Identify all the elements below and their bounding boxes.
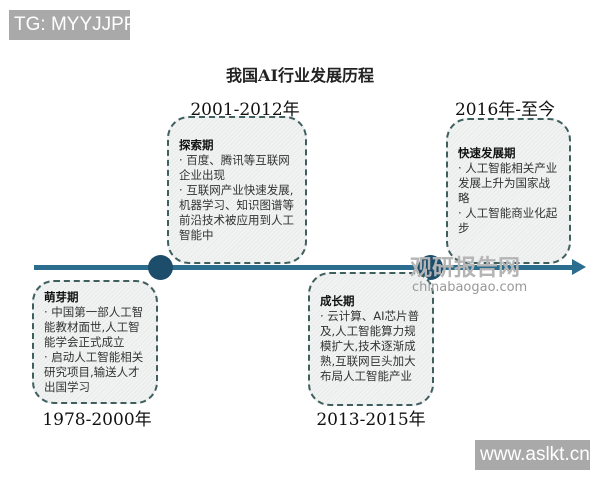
timeline-line [34, 265, 574, 270]
watermark-logo: 观研报告网 [410, 256, 521, 281]
stage-point: · 中国第一部人工智能教材面世,人工智能学会正式成立 [44, 304, 144, 349]
stage-point: · 启动人工智能相关研究项目,输送人才出国学习 [44, 349, 144, 394]
stage-name: 成长期 [320, 294, 355, 308]
timeline-arrow-icon [572, 259, 586, 275]
stage-years: 1978-2000年 [42, 410, 152, 430]
stage-years: 2016年-至今 [454, 100, 556, 120]
stage-point: · 互联网产业快速发展,机器学习、知识图谱等前沿技术被应用到人工智能中 [179, 182, 294, 242]
stage-name: 萌芽期 [44, 289, 79, 304]
watermark-url: chinabaogao.com [412, 280, 528, 295]
stage-years: 2013-2015年 [316, 410, 426, 430]
stage-card-rapid-development: 快速发展期 · 人工智能相关产业发展上升为国家战略 · 人工智能商业化起步 [446, 118, 571, 264]
watermark-tag-bottom: www.aslkt.cn [475, 440, 590, 470]
timeline-node [148, 255, 173, 280]
watermark-tag-top: TG: MYYJJPP [9, 10, 130, 40]
stage-name: 探索期 [179, 137, 214, 152]
stage-card-growth: 成长期 · 云计算、AI芯片普及,人工智能算力规模扩大,技术逐渐成熟,互联网巨头… [308, 272, 434, 406]
stage-card-germination: 萌芽期 · 中国第一部人工智能教材面世,人工智能学会正式成立 · 启动人工智能相… [32, 280, 158, 404]
stage-point: · 云计算、AI芯片普及,人工智能算力规模扩大,技术逐渐成熟,互联网巨头加大布局… [320, 309, 420, 383]
stage-point: · 人工智能相关产业发展上升为国家战略 [458, 161, 558, 205]
stage-years: 2001-2012年 [190, 100, 300, 120]
stage-point: · 人工智能商业化起步 [458, 206, 558, 235]
stage-card-exploration: 探索期 · 百度、腾讯等互联网企业出现 · 互联网产业快速发展,机器学习、知识图… [167, 116, 307, 264]
stage-name: 快速发展期 [458, 146, 516, 160]
stage-point: · 百度、腾讯等互联网企业出现 [179, 152, 290, 182]
diagram-title: 我国AI行业发展历程 [226, 66, 374, 85]
